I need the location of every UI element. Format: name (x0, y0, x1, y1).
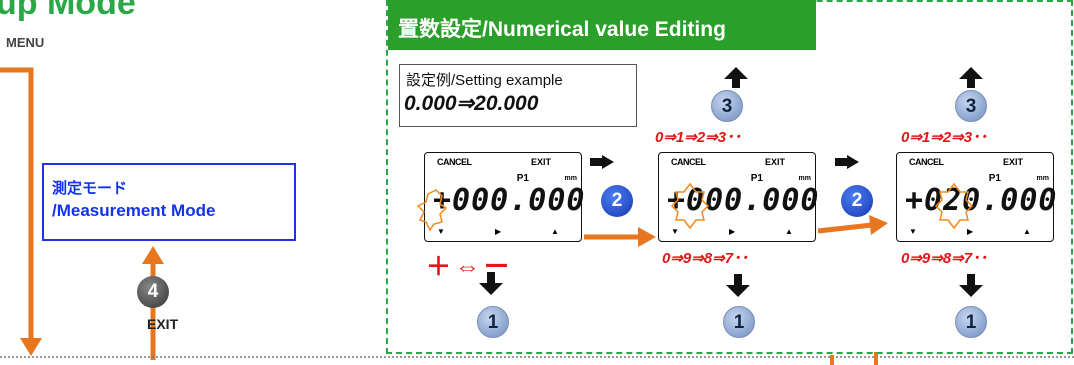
measurement-mode-box: 測定モード /Measurement Mode (42, 163, 296, 241)
orange-arrow-up (142, 246, 164, 264)
lcd-down-triangle: ▼ (437, 227, 445, 236)
measurement-mode-label-ja: 測定モード (52, 180, 128, 197)
lcd-display: CANCEL EXIT P1 mm +020.000 ▼ ▶ ▲ (896, 152, 1057, 242)
active-digit-burst (670, 182, 710, 230)
lcd-p1-label: P1 (750, 173, 763, 184)
lcd-unit: mm (564, 175, 577, 182)
step-1-circle: 1 (955, 306, 987, 338)
lcd-up-triangle: ▲ (785, 227, 793, 236)
lcd-up-triangle: ▲ (1023, 227, 1031, 236)
orange-arrow-down (20, 338, 42, 356)
lcd-down-triangle: ▼ (671, 227, 679, 236)
lcd-cancel-label: CANCEL (671, 157, 706, 167)
up-sequence: 0⇒1⇒2⇒3･･ (655, 129, 742, 146)
lcd-up-triangle: ▲ (551, 227, 559, 236)
lcd-unit: mm (1036, 175, 1049, 182)
setting-example-box: 設定例/Setting example 0.000⇒20.000 (399, 64, 637, 127)
setting-example-value: 0.000⇒20.000 (404, 92, 539, 115)
step-1-circle: 1 (477, 306, 509, 338)
lcd-digits: +000.000 (433, 183, 586, 218)
sign-toggle: ＋⇔ー (426, 253, 514, 281)
lcd-digits: +000.000 (667, 183, 820, 218)
page-title: up Mode (0, 0, 136, 22)
down-sequence: 0⇒9⇒8⇒7･･ (662, 250, 749, 267)
measurement-mode-label-en: /Measurement Mode (52, 201, 216, 220)
lcd-unit: mm (798, 175, 811, 182)
step-3-circle: 3 (955, 90, 987, 122)
editing-header-text: 置数設定/Numerical value Editing (398, 18, 726, 41)
step-3-circle: 3 (711, 90, 743, 122)
step-2-circle: 2 (841, 185, 873, 217)
step-4-circle: 4 (137, 276, 169, 308)
lcd-exit-label: EXIT (530, 157, 551, 167)
step-2-circle: 2 (601, 185, 633, 217)
editing-header: 置数設定/Numerical value Editing (388, 0, 816, 50)
lcd-display: CANCEL EXIT P1 mm +000.000 ▼ ▶ ▲ (658, 152, 819, 242)
lcd-down-triangle: ▼ (909, 227, 917, 236)
lcd-exit-label: EXIT (764, 157, 785, 167)
lcd-right-triangle: ▶ (967, 227, 974, 236)
down-sequence: 0⇒9⇒8⇒7･･ (901, 250, 988, 267)
up-sequence: 0⇒1⇒2⇒3･･ (901, 129, 988, 146)
step-1-circle: 1 (723, 306, 755, 338)
setting-example-label: 設定例/Setting example (406, 72, 563, 89)
lcd-cancel-label: CANCEL (909, 157, 944, 167)
active-digit-burst (416, 189, 448, 232)
lcd-p1-label: P1 (516, 173, 529, 184)
exit-label: EXIT (147, 316, 179, 332)
lcd-p1-label: P1 (988, 173, 1001, 184)
lcd-display: CANCEL EXIT P1 mm +000.000 ▼ ▶ ▲ (424, 152, 585, 242)
lcd-right-triangle: ▶ (729, 227, 736, 236)
active-digit-burst (934, 182, 974, 230)
lcd-exit-label: EXIT (1002, 157, 1023, 167)
menu-label: MENU (6, 35, 45, 50)
lcd-right-triangle: ▶ (495, 227, 502, 236)
lcd-digits: +020.000 (905, 183, 1058, 218)
lcd-cancel-label: CANCEL (437, 157, 472, 167)
